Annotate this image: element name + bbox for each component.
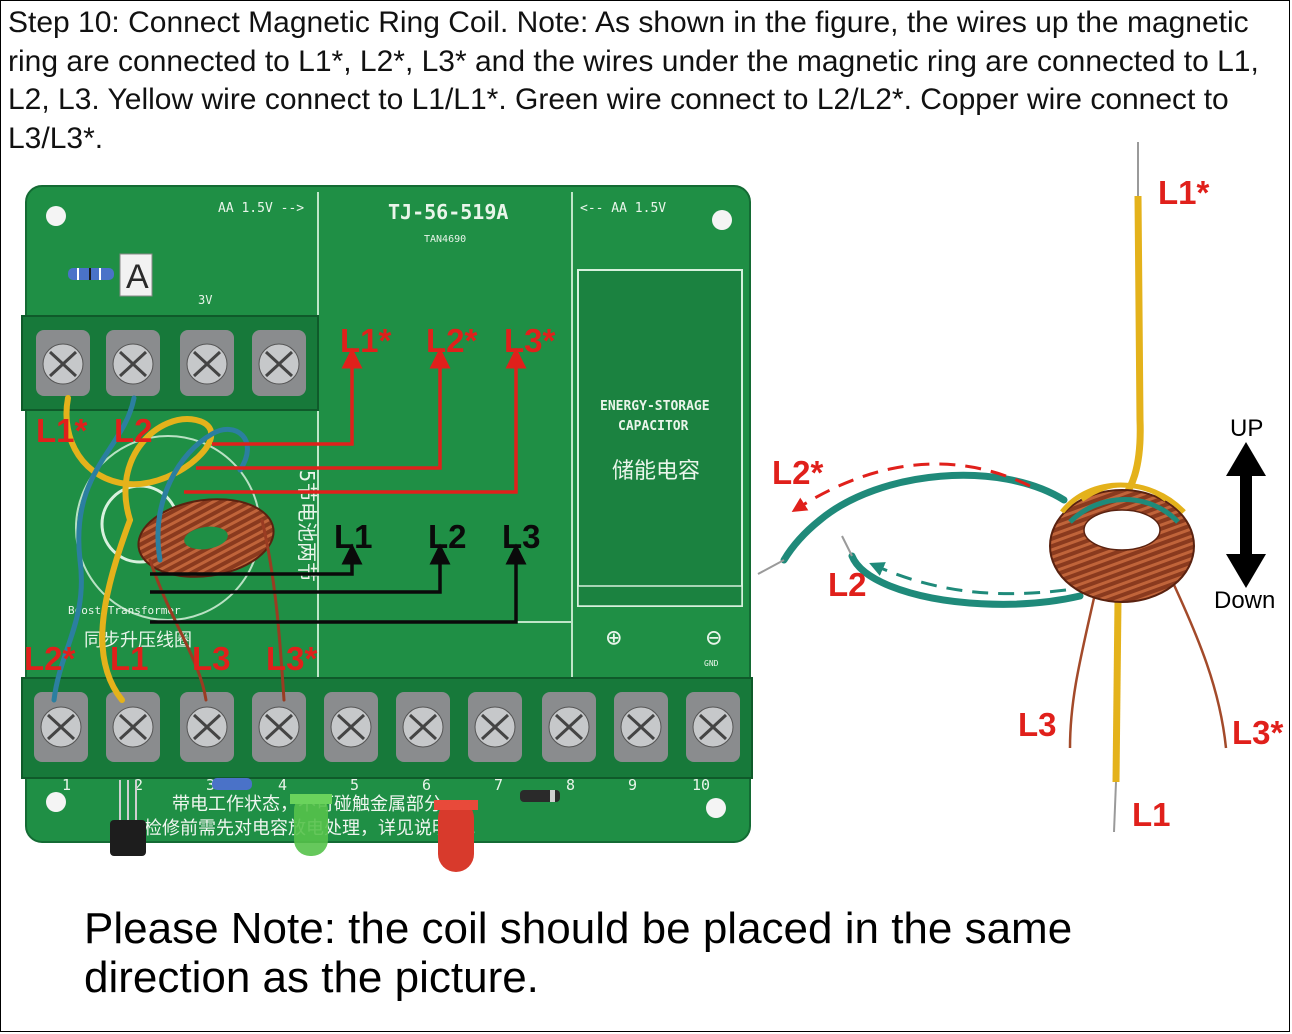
board-label-l1-star: L1* — [340, 322, 392, 359]
board-label-l3-star: L3* — [504, 322, 556, 359]
vertical-label-cn: 5节电池两节 — [295, 470, 319, 582]
board-label-l3: L3 — [502, 518, 541, 555]
label-up: UP — [1230, 415, 1263, 442]
placement-note: Please Note: the coil should be placed i… — [84, 904, 1073, 1002]
board-label-bottom-l3-star: L3* — [266, 640, 318, 677]
terminal-number: 7 — [494, 776, 503, 794]
resistor-bottom — [212, 778, 252, 790]
capacitor-label-2: CAPACITOR — [618, 419, 689, 434]
board-label-bottom-l2-star: L2* — [24, 640, 76, 677]
minus-symbol: ⊖ — [706, 623, 722, 653]
terminal-screw — [106, 330, 160, 396]
dashed-arrow-l2 — [869, 562, 1067, 596]
up-down-arrow-icon — [1226, 442, 1266, 588]
marker-a: A — [126, 258, 149, 296]
green-led — [290, 794, 332, 856]
terminal-number: 9 — [628, 776, 637, 794]
capacitor-label-cn: 储能电容 — [612, 459, 700, 484]
coil-label-l1: L1 — [1132, 796, 1171, 833]
terminal-screw — [324, 692, 378, 762]
terminal-screw — [252, 692, 306, 762]
boost-label: Boost Transformer — [68, 604, 181, 617]
coil-label-l3-star: L3* — [1232, 714, 1284, 751]
board-submodel: TAN4690 — [424, 234, 466, 245]
terminal-screw — [36, 330, 90, 396]
terminal-screw — [686, 692, 740, 762]
copper-wire — [1068, 571, 1228, 749]
top-terminal-block — [21, 315, 319, 411]
terminal-screw — [468, 692, 522, 762]
resistor-top — [68, 268, 114, 280]
mount-hole — [712, 210, 732, 230]
plus-symbol: ⊕ — [606, 623, 622, 653]
terminal-screw — [252, 330, 306, 396]
transistor — [110, 780, 146, 856]
terminal-number: 2 — [134, 776, 143, 794]
mount-hole — [706, 798, 726, 818]
mount-hole — [46, 206, 66, 226]
pcb-board: AA 1.5V --> <-- AA 1.5V TJ-56-519A TAN46… — [21, 185, 753, 872]
bottom-terminal-block — [21, 677, 753, 779]
board-label-top-l1-star: L1* — [36, 412, 88, 449]
terminal-number: 8 — [566, 776, 575, 794]
coil-diagram: UP Down L1* L2* L2 L3 L3* L1 — [757, 142, 1284, 833]
terminal-screw — [34, 692, 88, 762]
coil-label-l3: L3 — [1018, 706, 1057, 743]
terminal-number: 6 — [422, 776, 431, 794]
terminal-number: 3 — [206, 776, 215, 794]
terminal-screw — [106, 692, 160, 762]
terminal-number: 4 — [278, 776, 287, 794]
board-label-top-l2: L2 — [114, 412, 153, 449]
coil-label-l2: L2 — [828, 566, 867, 603]
terminal-screw — [614, 692, 668, 762]
terminal-screw — [542, 692, 596, 762]
board-label-l2: L2 — [428, 518, 467, 555]
board-label-l1: L1 — [334, 518, 373, 555]
board-label-bottom-l3: L3 — [192, 640, 231, 677]
board-model: TJ-56-519A — [388, 200, 508, 224]
coil-label-l1-star: L1* — [1158, 174, 1210, 211]
gnd-label: GND — [704, 659, 719, 668]
battery-label-left: AA 1.5V --> — [218, 201, 304, 216]
terminal-number: 10 — [692, 776, 710, 794]
battery-label-right: <-- AA 1.5V — [580, 201, 666, 216]
terminal-number: 1 — [62, 776, 71, 794]
label-3v: 3V — [198, 293, 212, 307]
red-led — [434, 800, 478, 872]
black-routing-arrows — [150, 543, 527, 624]
diode — [520, 790, 560, 802]
capacitor-label-1: ENERGY-STORAGE — [600, 399, 710, 414]
step-instruction-text: Step 10: Connect Magnetic Ring Coil. Not… — [8, 6, 1259, 155]
terminal-screw — [180, 692, 234, 762]
terminal-number: 5 — [350, 776, 359, 794]
board-toroid-coil — [137, 498, 275, 578]
board-label-bottom-l1: L1 — [110, 640, 149, 677]
green-wire — [780, 471, 1084, 608]
terminal-screw — [396, 692, 450, 762]
dashed-arrow-l2-star — [791, 462, 1031, 513]
mount-hole — [46, 792, 66, 812]
coil-label-l2-star: L2* — [772, 454, 824, 491]
boost-label-cn: 同步升压线圈 — [84, 630, 192, 651]
board-label-l2-star: L2* — [426, 322, 478, 359]
energy-storage-capacitor: ENERGY-STORAGE CAPACITOR 储能电容 — [577, 269, 743, 607]
label-down: Down — [1214, 587, 1275, 614]
terminal-numbers: 1 2 3 4 5 6 7 8 9 10 — [62, 776, 710, 794]
terminal-screw — [180, 330, 234, 396]
toroid-coil — [1049, 482, 1195, 603]
red-routing-arrows — [184, 347, 527, 494]
